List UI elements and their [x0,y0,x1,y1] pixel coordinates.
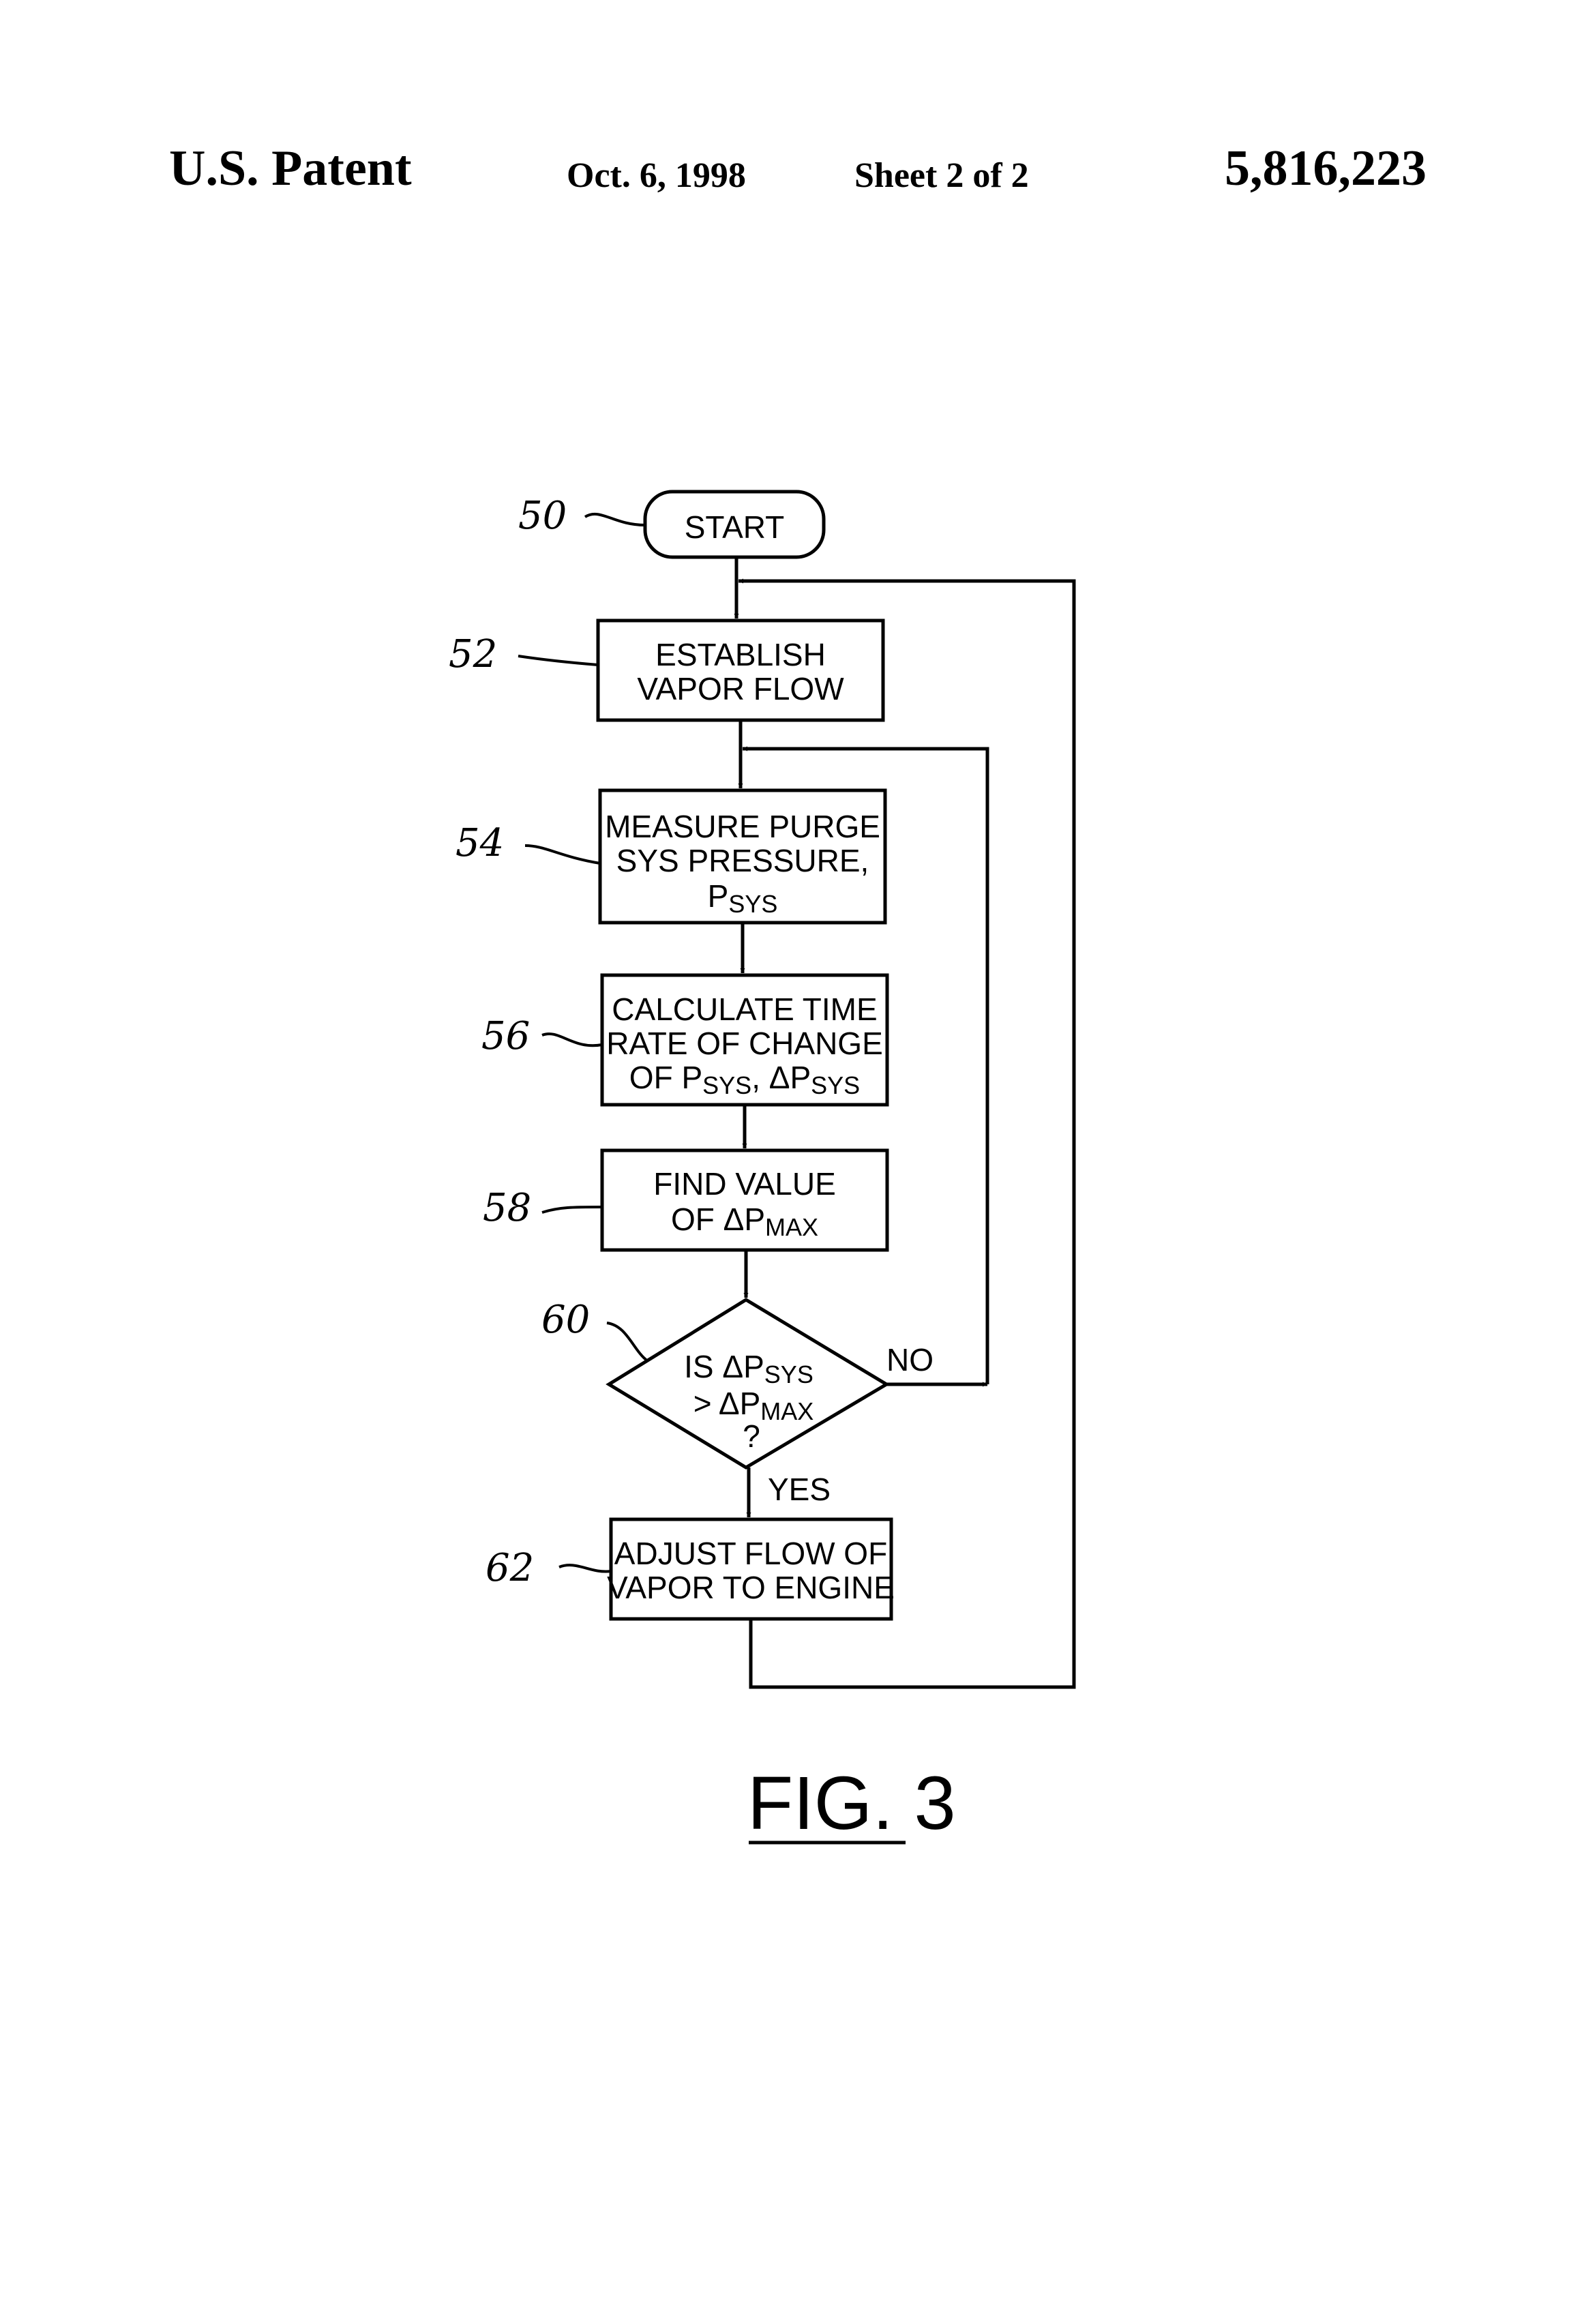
decision-line-3: ? [743,1418,760,1454]
leader-50 [585,514,645,525]
step-56-line-1: CALCULATE TIME [612,992,877,1027]
ref-62: 62 [486,1546,534,1590]
ref-56: 56 [481,1014,530,1058]
yes-branch-label: YES [768,1472,831,1507]
step-56-line-3: OF PSYS, ΔPSYS [629,1060,860,1099]
step-54-line-2: SYS PRESSURE, [616,843,869,878]
start-label: START [685,509,785,545]
leader-56 [542,1034,602,1045]
step-56-line-2: RATE OF CHANGE [606,1026,883,1061]
step-52-line-1: ESTABLISH [655,637,826,672]
ref-50: 50 [518,494,567,538]
no-branch-label: NO [886,1342,934,1377]
leader-54 [525,846,600,863]
ref-54: 54 [456,821,504,865]
step-52-line-2: VAPOR FLOW [637,671,844,706]
step-62-line-1: ADJUST FLOW OF [614,1536,887,1571]
ref-60: 60 [541,1298,590,1342]
step-58-line-2: OF ΔPMAX [671,1202,818,1241]
step-54-line-3: PSYS [708,878,778,918]
main-loop-back [738,581,1074,1687]
ref-52: 52 [449,632,497,676]
decision-line-1: IS ΔPSYS [684,1349,814,1388]
figure-label: FIG. 3 [747,1761,956,1845]
leader-52 [518,656,598,665]
leader-60 [607,1323,648,1361]
ref-58: 58 [483,1186,531,1230]
leader-58 [542,1207,602,1212]
leader-62 [559,1565,611,1571]
step-54-line-1: MEASURE PURGE [605,809,880,844]
step-58-line-1: FIND VALUE [653,1166,836,1202]
step-62-line-2: VAPOR TO ENGINE [607,1570,895,1605]
